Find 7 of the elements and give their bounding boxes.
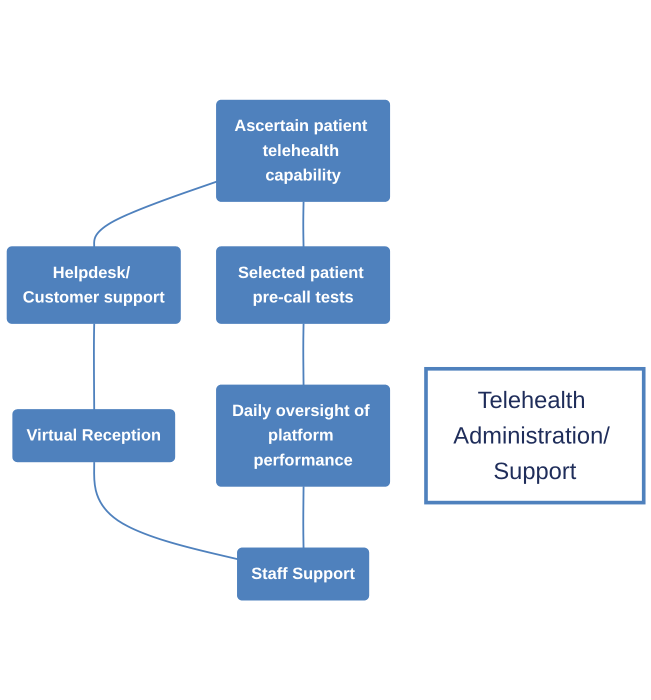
connector [302, 202, 304, 248]
connector [93, 462, 238, 560]
connector [302, 486, 304, 548]
connector [93, 324, 96, 410]
connector [93, 180, 218, 248]
node-box: Telehealth Administration/ Support [424, 366, 646, 504]
connector [302, 324, 304, 386]
